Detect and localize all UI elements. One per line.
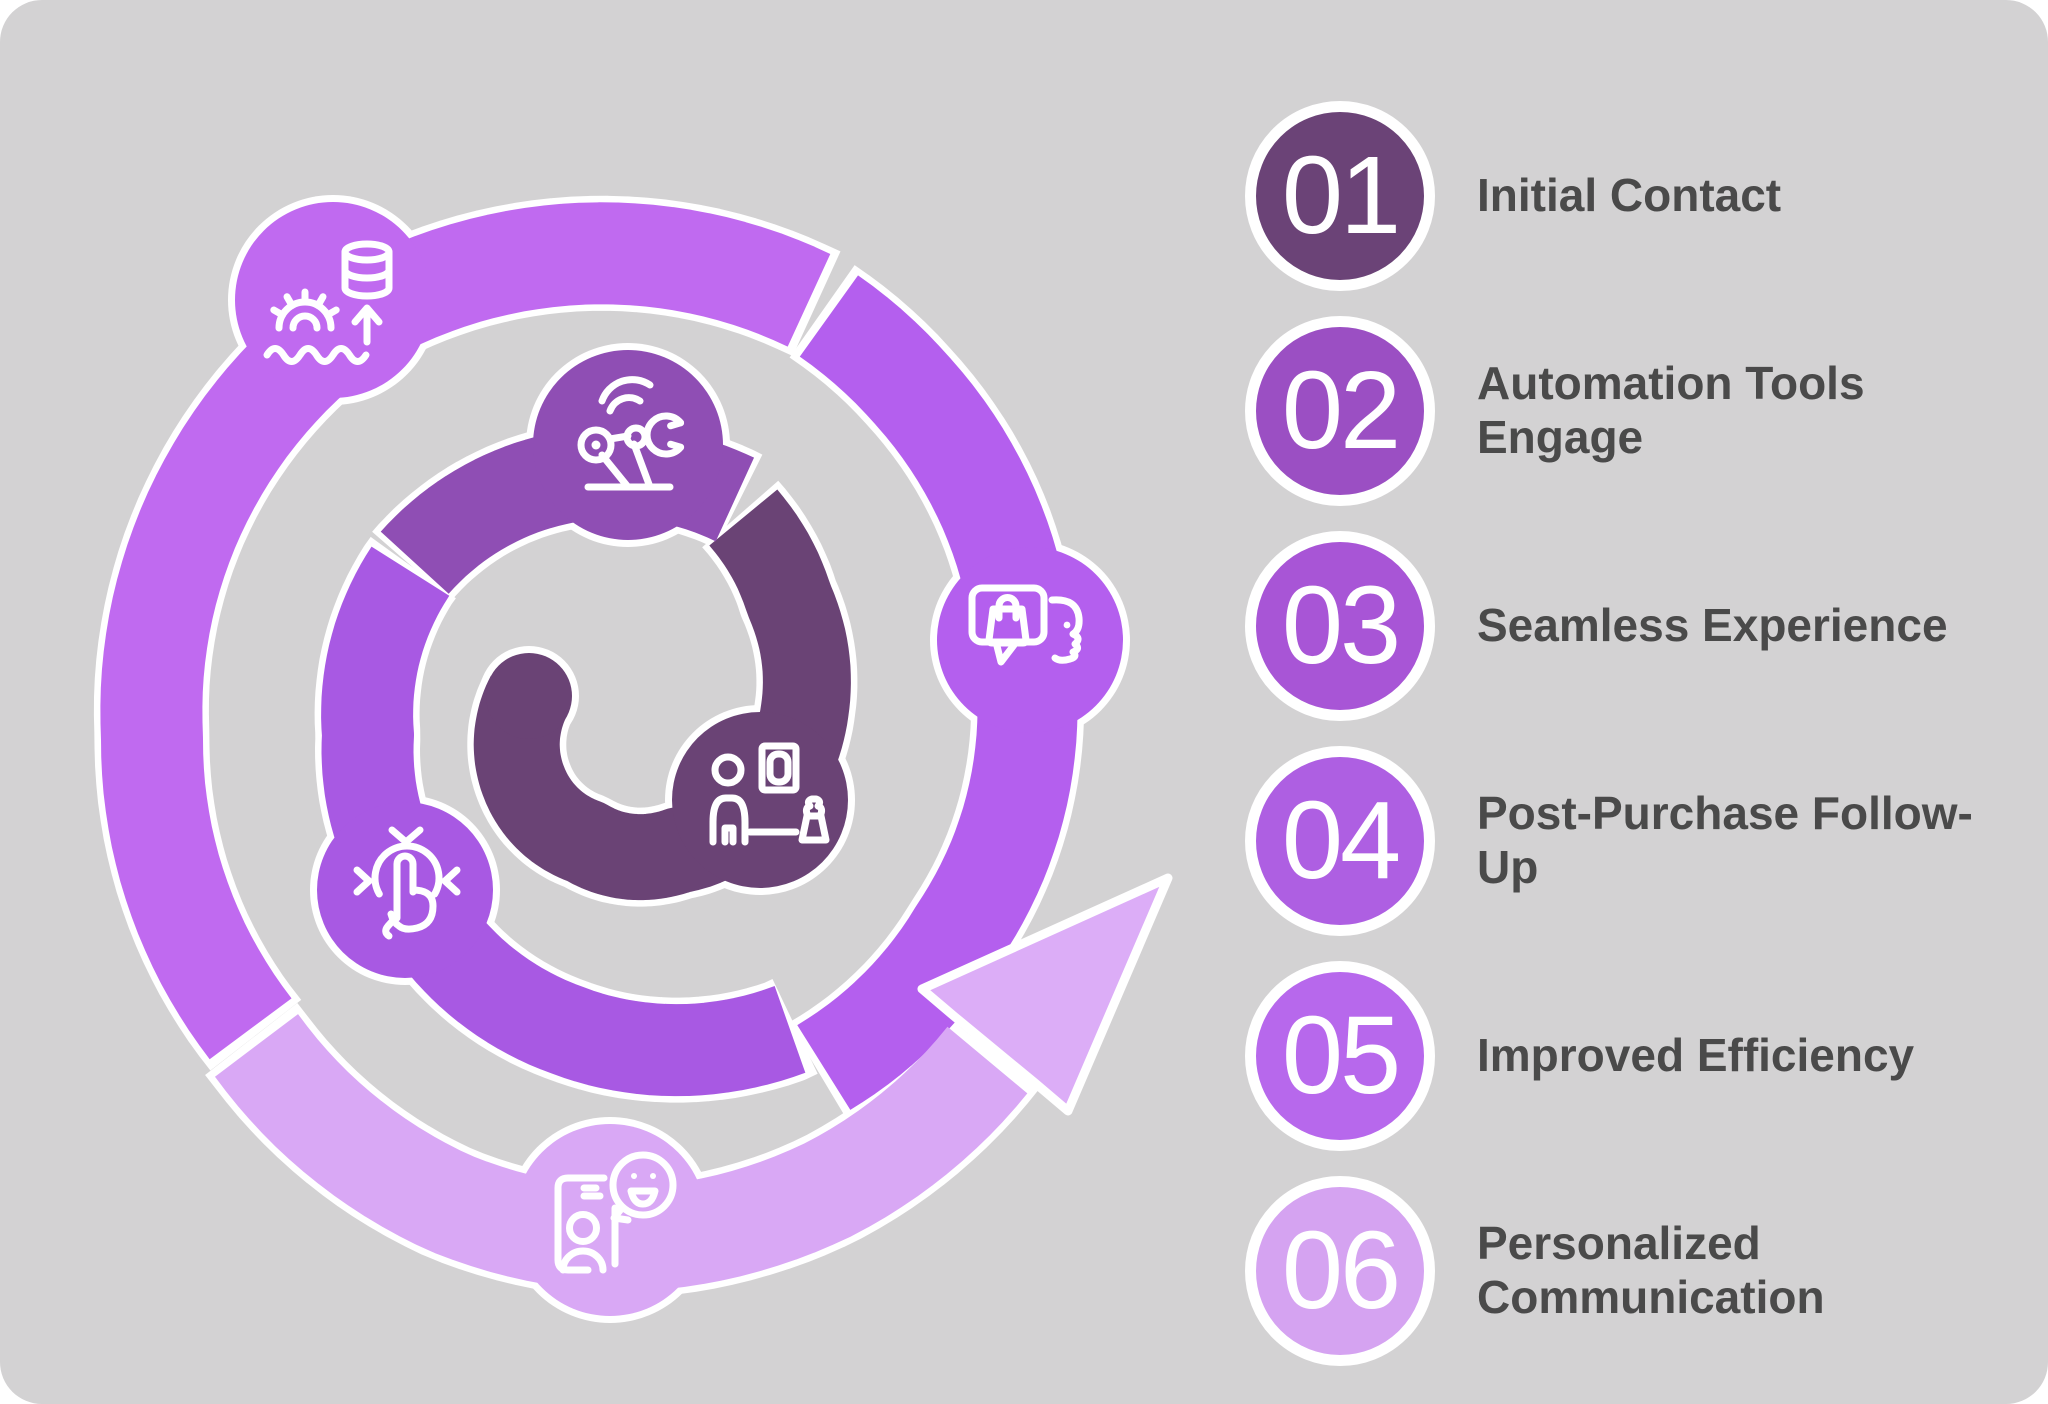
shopping-chat-bubble-icon xyxy=(968,584,1083,666)
step-number-badge: 04 xyxy=(1245,746,1435,936)
step-label: Personalized Communication xyxy=(1477,1217,1825,1323)
step-number-badge: 06 xyxy=(1245,1176,1435,1366)
step-number-badge: 01 xyxy=(1245,101,1435,291)
step-number: 05 xyxy=(1281,994,1401,1117)
personal-service-gallery-icon xyxy=(709,742,830,846)
step-row-4: 04 Post-Purchase Follow- Up xyxy=(1245,746,1973,936)
step-row-1: 01 Initial Contact xyxy=(1245,101,1781,291)
step-number-badge: 02 xyxy=(1245,316,1435,506)
data-processing-gear-icon xyxy=(263,240,393,365)
step-number-badge: 05 xyxy=(1245,961,1435,1151)
step-row-6: 06 Personalized Communication xyxy=(1245,1176,1825,1366)
step-number: 01 xyxy=(1281,134,1401,257)
step-label: Post-Purchase Follow- Up xyxy=(1477,787,1973,893)
step-number: 02 xyxy=(1281,349,1401,472)
step-row-5: 05 Improved Efficiency xyxy=(1245,961,1914,1151)
friendly-phone-chat-icon xyxy=(554,1151,677,1274)
robot-arm-automation-icon xyxy=(577,376,685,491)
step-label: Seamless Experience xyxy=(1477,599,1948,652)
step-row-2: 02 Automation Tools Engage xyxy=(1245,316,1865,506)
step-label: Initial Contact xyxy=(1477,169,1782,222)
spiral-bands xyxy=(93,195,1173,1323)
tap-selection-icon xyxy=(353,826,461,940)
step-row-3: 03 Seamless Experience xyxy=(1245,531,1948,721)
step-label: Automation Tools Engage xyxy=(1477,357,1865,463)
step-label: Improved Efficiency xyxy=(1477,1029,1915,1082)
step-number: 06 xyxy=(1281,1209,1401,1332)
step-number: 03 xyxy=(1281,564,1401,687)
step-number: 04 xyxy=(1281,779,1401,902)
step-number-badge: 03 xyxy=(1245,531,1435,721)
